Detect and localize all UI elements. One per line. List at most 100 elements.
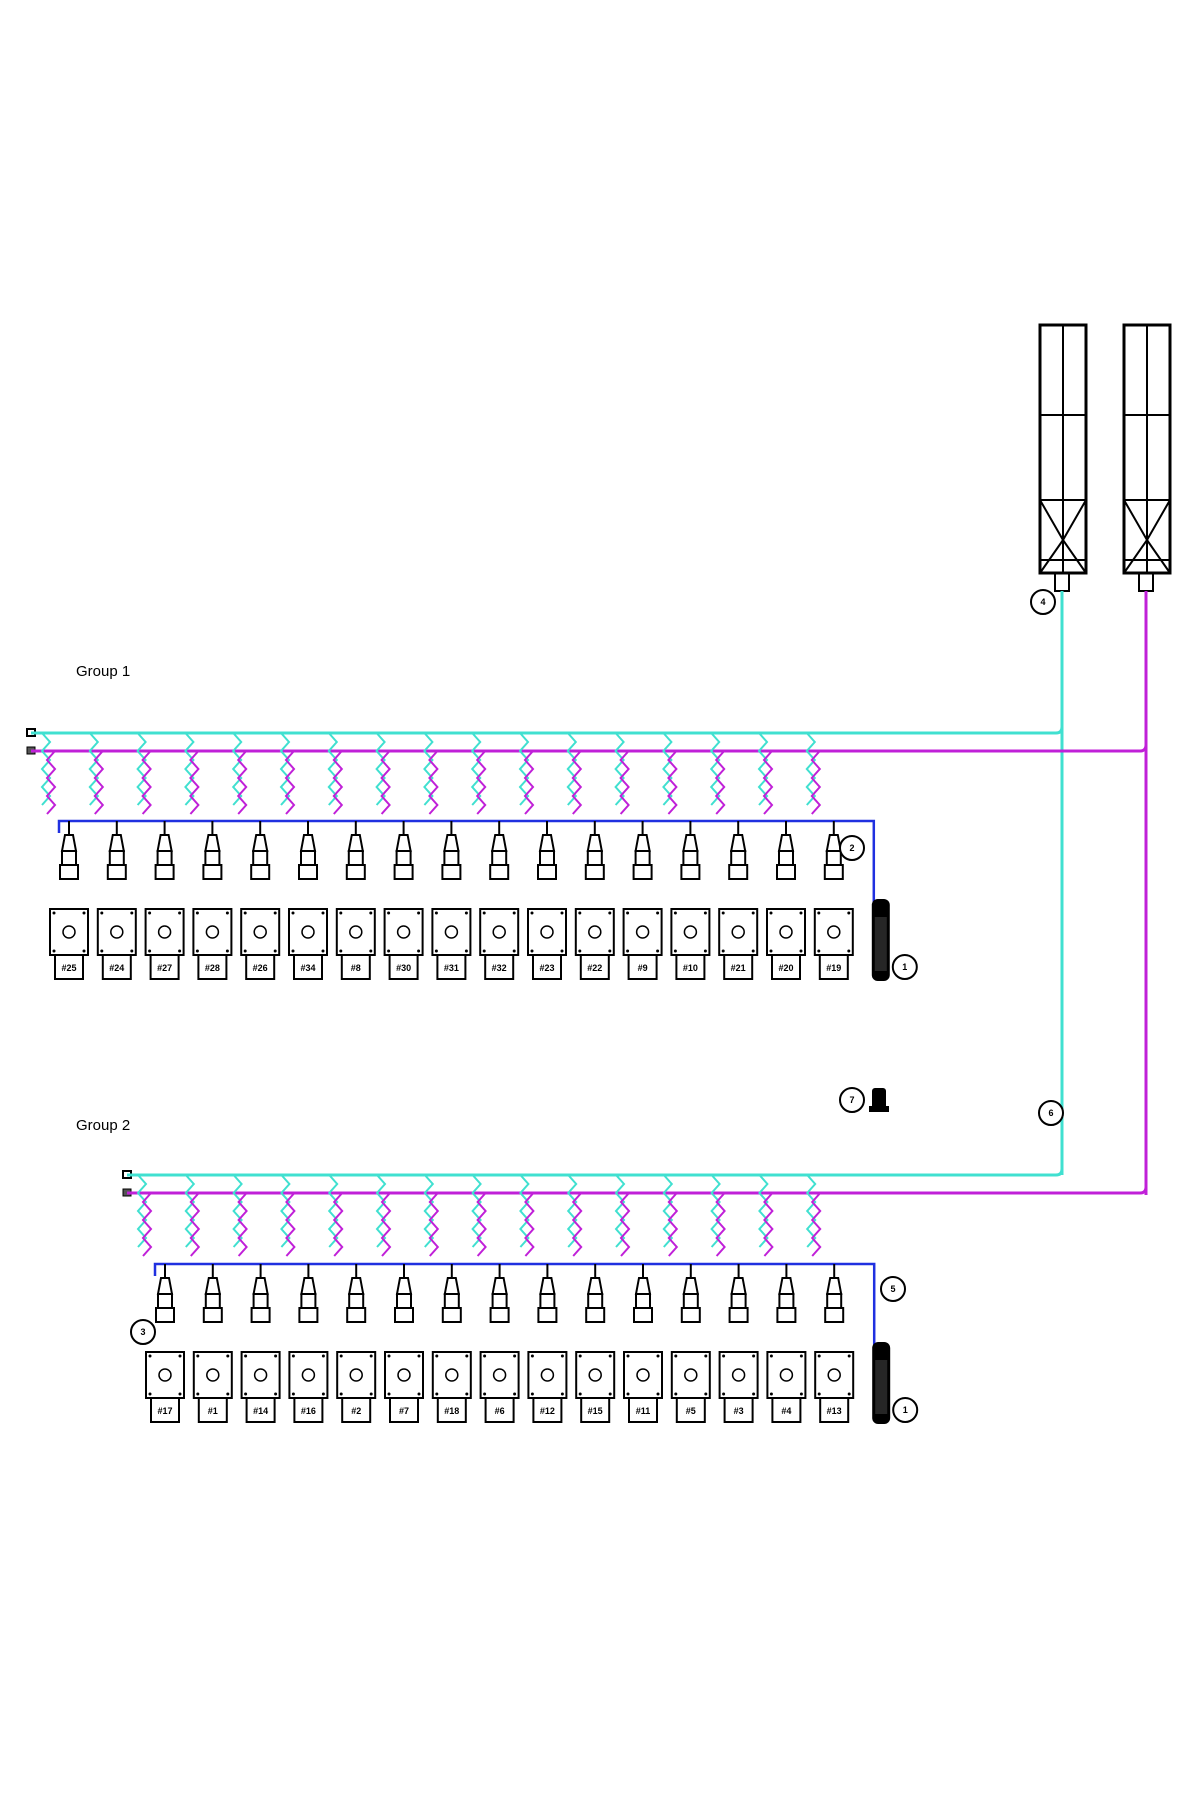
svg-text:3: 3 [140, 1327, 145, 1337]
machine-label-box [580, 1397, 611, 1423]
magenta-drop-hose [189, 750, 200, 815]
bolt [483, 1392, 487, 1396]
bolt [513, 1354, 517, 1358]
bolt [434, 949, 438, 953]
machine-port [827, 925, 841, 939]
cyan-drop-hose [519, 1174, 530, 1248]
magenta-drop-hose [236, 750, 248, 815]
feed-throat [491, 850, 508, 866]
feed-neck [154, 864, 175, 880]
machine-label-box [628, 1397, 658, 1423]
bolt [769, 949, 773, 953]
magenta-drop-hose [428, 750, 439, 815]
bolt [703, 949, 707, 953]
bolt [512, 911, 516, 915]
feed-throat [587, 1293, 604, 1309]
magenta-drop-hose [762, 750, 774, 815]
bolt [751, 911, 755, 915]
machine-port [157, 925, 172, 939]
magenta-drop-hose [571, 1192, 583, 1257]
feed-throat [682, 1293, 699, 1309]
machine-label: #17 [157, 1406, 172, 1416]
bolt [799, 911, 803, 915]
machine-port [827, 1368, 841, 1382]
feed-throat [300, 1293, 317, 1309]
feed-throat [156, 850, 173, 866]
machine-port [349, 925, 363, 939]
machine-label: #34 [300, 963, 315, 973]
hopper-loader [729, 834, 747, 852]
bolt [656, 911, 660, 915]
machine-port [540, 1368, 555, 1382]
bolt [799, 1392, 803, 1396]
bolt [387, 1354, 391, 1358]
cyan-drop-hose [184, 732, 195, 806]
hopper-loader [825, 1277, 843, 1295]
bolt [482, 949, 486, 953]
feed-neck [441, 1307, 462, 1323]
cyan-drop-hose [805, 1174, 817, 1248]
feed-neck [776, 1307, 797, 1323]
bolt [130, 911, 134, 915]
machine-label: #31 [444, 963, 459, 973]
bolt [847, 911, 851, 915]
bolt [465, 1392, 469, 1396]
machine-label-box [293, 1397, 324, 1423]
bolt [530, 911, 534, 915]
bolt [752, 1354, 756, 1358]
machine-label: #10 [683, 963, 698, 973]
bolt [626, 949, 630, 953]
cyan-drop-hose [614, 732, 625, 806]
cyan-drop-hose [423, 1174, 435, 1248]
hopper-loader [108, 834, 126, 852]
feed-throat [826, 1293, 843, 1309]
end-unit [871, 899, 890, 981]
magenta-feed-line [31, 744, 1148, 753]
feed-neck [298, 1307, 319, 1323]
machine-label: #19 [826, 963, 841, 973]
small-unit [869, 1088, 889, 1112]
cyan-drop-hose [518, 732, 530, 806]
magenta-drop-hose [189, 1192, 201, 1257]
machine-body [479, 1351, 520, 1399]
bolt [674, 1354, 678, 1358]
cyan-drop-hose [40, 732, 52, 806]
hopper-loader [778, 1277, 795, 1295]
callout-silo: 4 [1030, 589, 1056, 615]
bolt [578, 1392, 582, 1396]
callout-end-unit: 1 [891, 954, 918, 980]
end-unit [872, 1342, 891, 1424]
machine-label-box [197, 1397, 228, 1423]
feed-neck [824, 1307, 845, 1323]
machine-port [301, 925, 315, 939]
machine-label: #12 [540, 1406, 555, 1416]
feed-neck [823, 864, 844, 880]
bolt [148, 1354, 152, 1358]
machine-label: #16 [301, 1406, 316, 1416]
machine-label: #5 [686, 1406, 696, 1416]
magenta-drop-hose [237, 1192, 248, 1257]
machine-port [683, 925, 698, 939]
feed-throat [443, 850, 460, 866]
machine-label: #21 [731, 963, 746, 973]
bolt [387, 1392, 391, 1396]
bolt [578, 1354, 582, 1358]
bolt [769, 911, 773, 915]
machine-port [205, 925, 220, 939]
bolt [817, 911, 821, 915]
feed-throat [396, 1293, 412, 1309]
bolt [847, 1354, 851, 1358]
machine-port [588, 1368, 602, 1382]
machine-port [492, 1368, 507, 1382]
cyan-drop-hose [136, 1174, 148, 1248]
bolt [847, 949, 851, 953]
magenta-drop-hose [524, 1192, 535, 1257]
cyan-drop-hose [375, 732, 386, 806]
machine-label-box [675, 1397, 706, 1423]
hopper-loader [156, 1277, 174, 1295]
feed-throat [347, 850, 364, 866]
bolt [148, 1392, 152, 1396]
feed-throat [730, 1293, 747, 1309]
feed-throat [395, 850, 412, 866]
machine-port [397, 1368, 411, 1382]
